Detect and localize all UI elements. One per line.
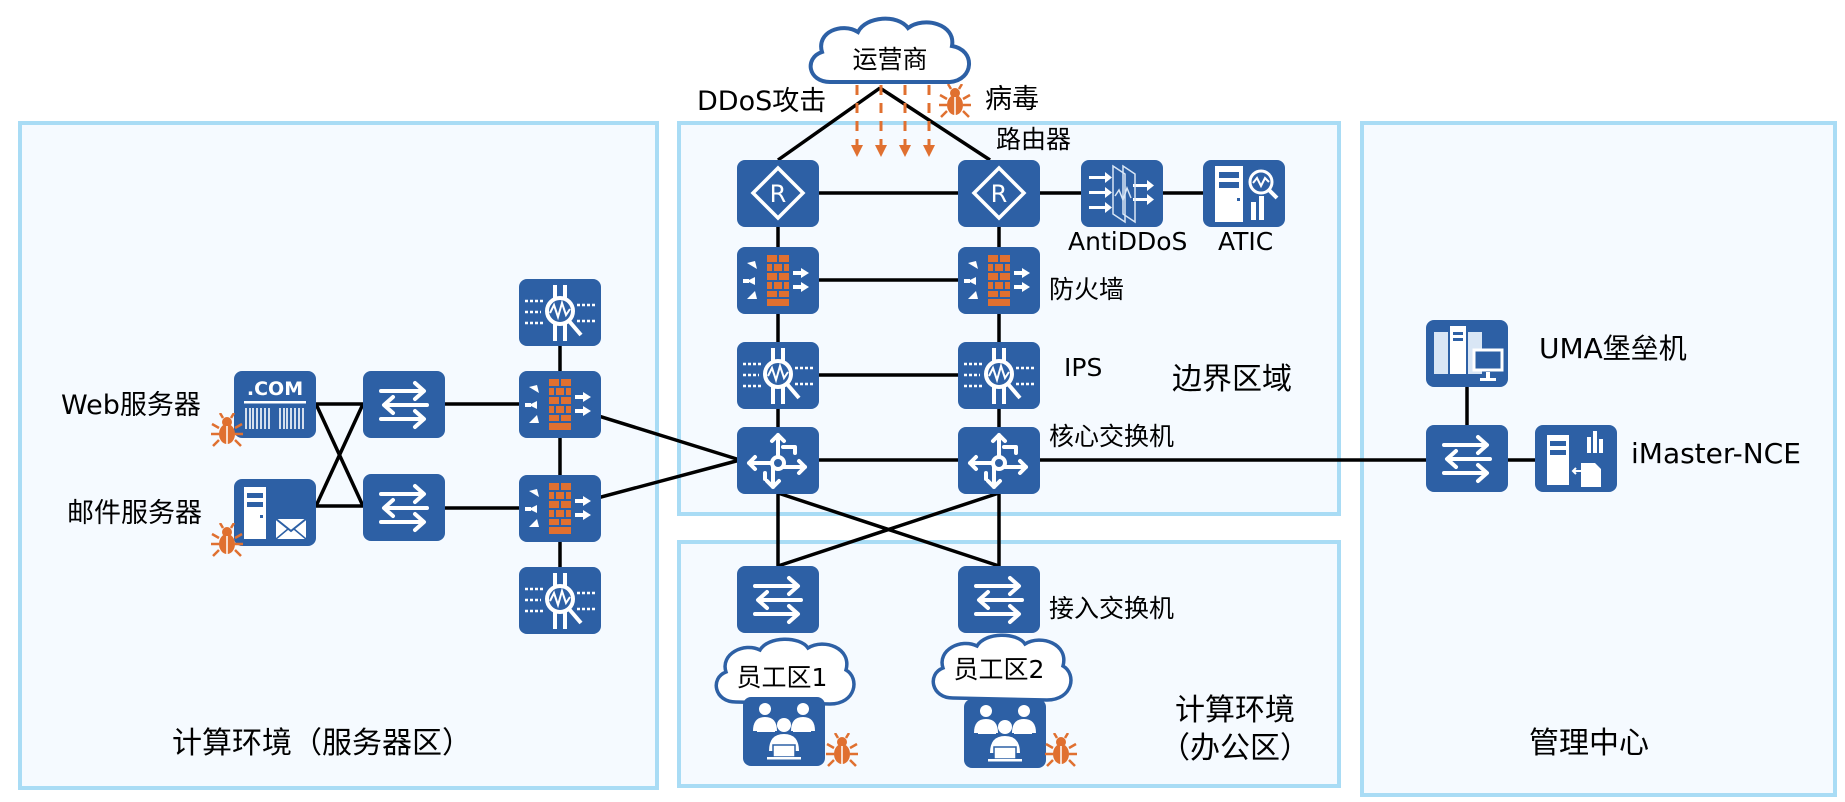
router-icon: R: [971, 165, 1027, 221]
router-label: 路由器: [996, 125, 1072, 154]
core-switch-icon: [747, 433, 807, 489]
firewall-icon: [742, 254, 810, 307]
staff-terminals-2[interactable]: [964, 699, 1046, 768]
core-switch-2[interactable]: [958, 427, 1040, 494]
ddos-label: DDoS攻击: [697, 86, 827, 117]
link-isp-router2: [879, 86, 991, 162]
ips-label: IPS: [1064, 353, 1103, 382]
access-switch-2[interactable]: [958, 566, 1040, 633]
firewall-1[interactable]: [737, 247, 819, 314]
server-zone-label: 计算环境（服务器区）: [172, 726, 472, 761]
cloud-icon: [931, 633, 1073, 702]
uma-icon: [1434, 326, 1504, 381]
svg-text:R: R: [991, 180, 1008, 208]
switch-icon: [1442, 435, 1492, 483]
firewall-2[interactable]: [958, 247, 1040, 314]
ddos-arrow-icon: [875, 145, 887, 157]
isp-cloud: 运营商: [800, 10, 980, 95]
access-switch-1[interactable]: [737, 566, 819, 633]
users-icon: [974, 705, 1036, 762]
core-switch-label: 核心交换机: [1049, 422, 1175, 451]
core-switch-icon: [968, 433, 1028, 489]
svg-text:R: R: [770, 180, 787, 208]
ddos-arrow-icon: [851, 145, 863, 157]
mail-server-icon: [244, 487, 307, 540]
server-switch-1[interactable]: [363, 371, 445, 438]
imaster-nce[interactable]: [1535, 425, 1617, 492]
bug-icon: [825, 733, 859, 767]
router-1[interactable]: R: [737, 160, 819, 227]
firewall-icon: [524, 378, 592, 431]
imaster-nce-icon: [1547, 431, 1603, 487]
antiddos-icon: [1089, 164, 1154, 224]
switch-icon: [974, 576, 1024, 624]
office-zone-label-line2: （办公区）: [1160, 730, 1310, 766]
server-firewall-1[interactable]: [519, 371, 601, 438]
ips-icon: [741, 346, 815, 406]
link-core2-access1: [777, 491, 1000, 568]
cloud-icon: [714, 637, 856, 706]
isp-label: 运营商: [852, 45, 928, 74]
ips-2[interactable]: [958, 342, 1040, 409]
server-firewall-2[interactable]: [519, 475, 601, 542]
ips-1[interactable]: [737, 342, 819, 409]
router-icon: R: [750, 165, 806, 221]
ips-icon: [523, 571, 597, 631]
web-server[interactable]: .COM: [234, 371, 316, 438]
staff-zone-2-cloud: 员工区2: [925, 628, 1073, 710]
server-ips-bottom[interactable]: [519, 567, 601, 634]
access-switch-label: 接入交换机: [1049, 594, 1175, 623]
virus-label: 病毒: [985, 84, 1039, 115]
staff-zone-1-label: 员工区1: [736, 663, 828, 692]
link-isp-router1: [776, 86, 882, 162]
firewall-icon: [963, 254, 1031, 307]
server-ips-top[interactable]: [519, 279, 601, 346]
atic-icon: [1215, 166, 1279, 222]
uma-bastion-host[interactable]: [1426, 320, 1508, 387]
com-text: .COM: [247, 378, 303, 400]
web-server-icon: .COM: [244, 378, 306, 429]
virus-bug-icon: [938, 84, 972, 118]
firewall-label: 防火墙: [1049, 275, 1125, 304]
bug-icon: [210, 413, 244, 447]
bug-icon: [210, 523, 244, 557]
imaster-nce-label: iMaster-NCE: [1631, 437, 1801, 470]
bug-icon: [1044, 733, 1078, 767]
atic-label: ATIC: [1218, 227, 1274, 256]
antiddos-device[interactable]: [1081, 160, 1163, 227]
router-2[interactable]: R: [958, 160, 1040, 227]
management-switch[interactable]: [1426, 425, 1508, 492]
atic-device[interactable]: [1203, 160, 1285, 227]
antiddos-label: AntiDDoS: [1068, 227, 1188, 256]
server-switch-2[interactable]: [363, 474, 445, 541]
users-icon: [753, 703, 815, 760]
management-zone-label: 管理中心: [1529, 726, 1649, 761]
mail-server-label: 邮件服务器: [67, 498, 202, 529]
cloud-icon: [808, 16, 971, 84]
staff-terminals-1[interactable]: [743, 697, 825, 766]
firewall-icon: [524, 482, 592, 535]
staff-zone-2-label: 员工区2: [953, 655, 1045, 684]
ddos-arrow-icon: [899, 145, 911, 157]
staff-zone-1-cloud: 员工区1: [708, 632, 856, 714]
web-server-label: Web服务器: [61, 390, 201, 421]
link-mail-sw1: [314, 403, 365, 507]
ips-icon: [523, 283, 597, 343]
uma-label: UMA堡垒机: [1539, 332, 1687, 365]
switch-icon: [379, 484, 429, 532]
ips-icon: [962, 346, 1036, 406]
core-switch-1[interactable]: [737, 427, 819, 494]
border-zone-label: 边界区域: [1172, 362, 1292, 397]
ddos-arrow-icon: [923, 145, 935, 157]
office-zone-label-line1: 计算环境: [1175, 693, 1295, 728]
switch-icon: [753, 576, 803, 624]
switch-icon: [379, 381, 429, 429]
office-zone-label: 计算环境 （办公区）: [1160, 692, 1310, 767]
mail-server[interactable]: [234, 479, 316, 546]
